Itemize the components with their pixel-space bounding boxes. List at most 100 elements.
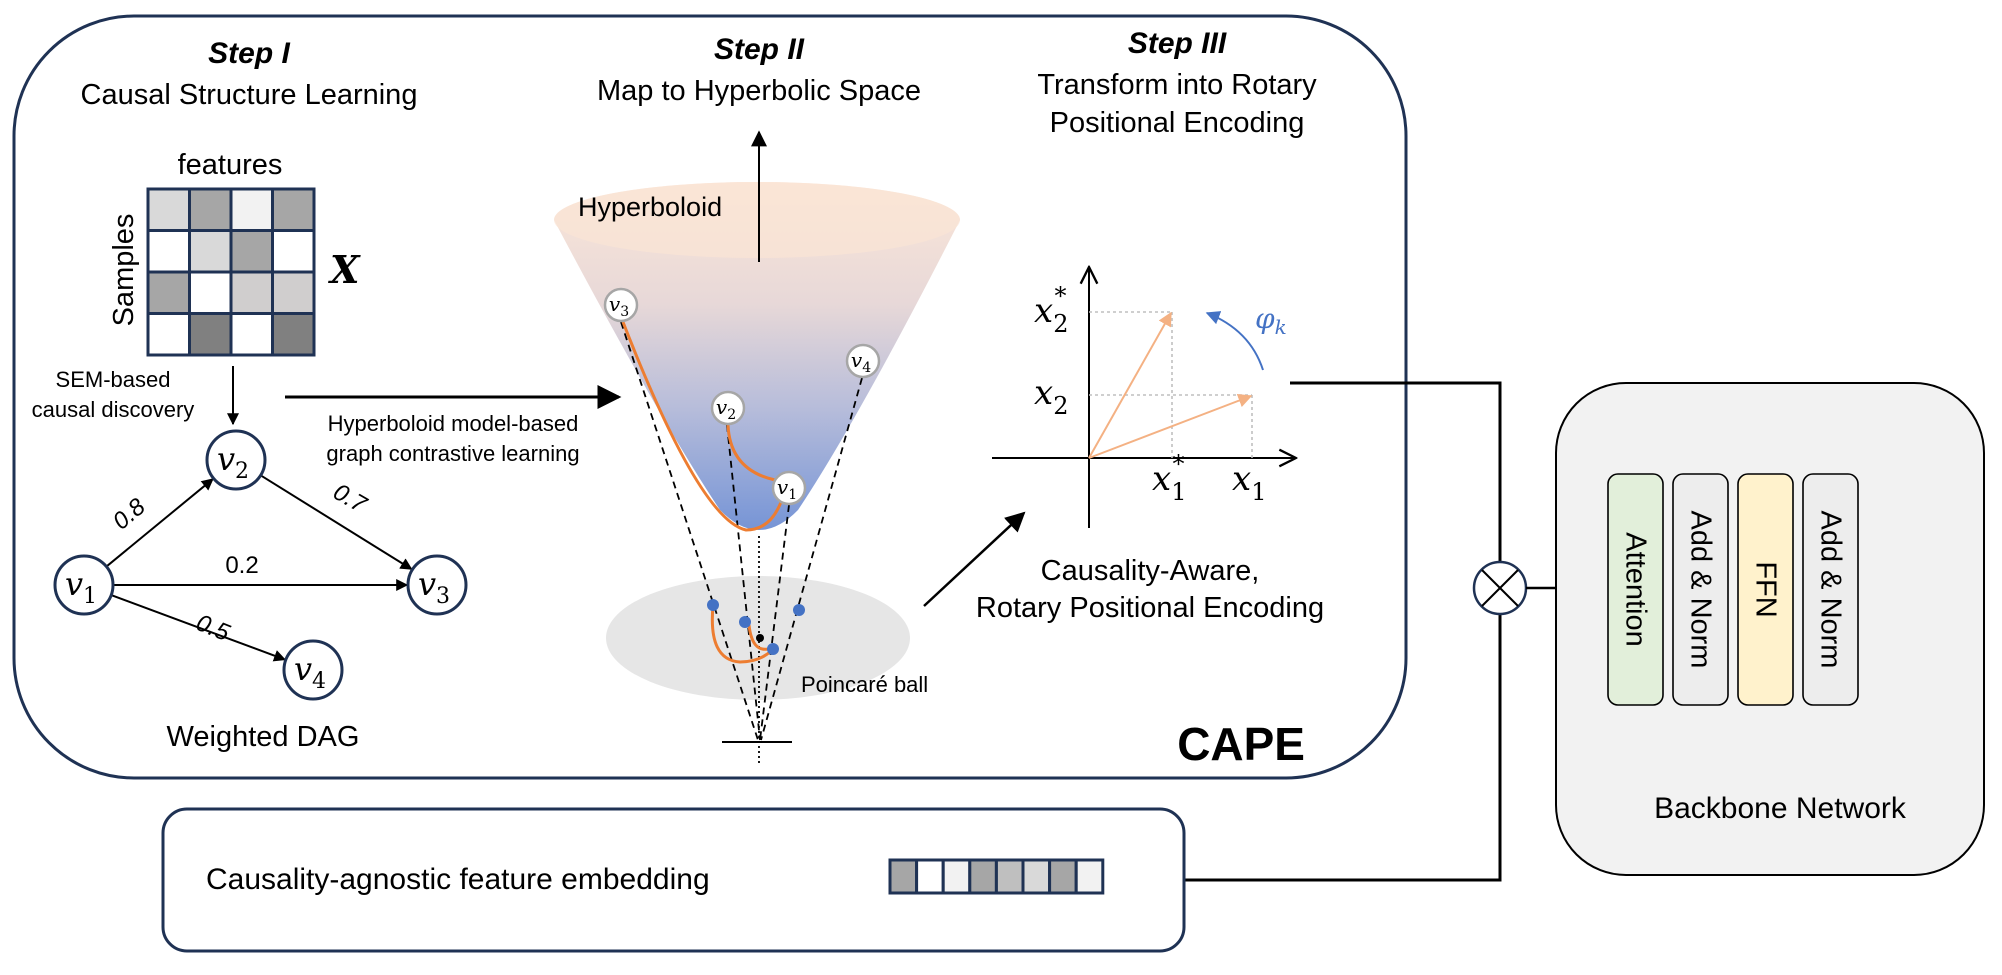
hyperboloid-node-circle [771,470,807,506]
label-rotation-angle: φk [1255,302,1287,339]
backbone-block-ffn: FFN [1737,473,1794,706]
matrix-cell [229,312,274,357]
embedding-cell [888,858,919,895]
dag-node-label: v4 [294,650,326,694]
matrix-cell [271,229,316,274]
embedding-cell [1048,858,1078,895]
backbone-block-rect [1737,473,1794,706]
hyperboloid-node-v2: v2 [710,390,746,426]
multiply-operator [1472,560,1528,616]
backbone-blocks: Attention Add & Norm FFN Add & Norm [1607,473,1859,706]
poincare-point-v3 [707,599,719,611]
rotated-vector [1088,311,1172,459]
backbone-block-add-norm: Add & Norm [1672,473,1729,706]
cape-output-connector [1290,381,1502,562]
embedding-vector [888,858,1105,895]
hyperboloid-surface [554,182,960,530]
dag-node-label: v3 [418,565,450,609]
dag-edge-v2-v3 [260,474,413,571]
discovery-label-line2: causal discovery [32,397,195,422]
backbone-title: Backbone Network [1654,792,1907,825]
matrix-cell [271,270,316,315]
hyperboloid-node-v4: v4 [845,343,881,379]
discovery-label-line1: SEM-based [56,367,171,392]
cape-frame [12,14,1408,780]
hyperboloid-node-label: v1 [777,475,797,503]
poincare-point-v2 [739,616,751,628]
dag-nodes: v1 v2 v3 v4 [53,429,468,701]
geodesic-v2-v1 [726,424,776,482]
hyperboloid-label: Hyperboloid [578,192,722,222]
label-x2-star: x2* [1034,282,1068,338]
backbone-block-rect [1607,473,1664,706]
embedding-cell [994,858,1025,895]
hyperboloid-node-label: v3 [609,292,629,320]
projection-line-v4 [760,377,863,741]
matrix-cell [146,312,191,357]
matrix-cell [188,229,233,274]
hyperboloid-node-circle [603,287,639,323]
step3-subtitle-line2: Positional Encoding [1050,107,1305,139]
dag-node-circle [282,639,344,701]
hyperboloid-node-v3: v3 [603,287,639,323]
poincare-origin [756,634,764,642]
step2-subtitle: Map to Hyperbolic Space [597,75,921,107]
data-matrix [146,187,316,357]
poincare-geodesic-v2 [747,624,769,651]
backbone-block-attention: Attention [1607,473,1664,706]
dag-edge-weight: 0.8 [108,493,151,536]
poincare-geodesic-v3 [710,605,774,664]
dag-edge-weight: 0.2 [225,552,258,579]
projection-line-v2 [726,424,761,741]
embedding-cell [941,858,972,895]
step1-heading: Step I [208,37,290,70]
backbone-block-label: Attention [1620,532,1652,646]
dag-edge-weight: 0.7 [329,478,373,519]
matrix-cell [271,187,316,232]
matrix-cell [188,312,233,357]
dag-node-label: v1 [65,565,97,609]
matrix-cell [146,187,191,232]
dag-node-circle [205,429,267,491]
backbone-block-rect [1802,473,1859,706]
matrix-symbol: X [328,247,361,292]
label-x1: x1 [1232,459,1266,506]
step1-subtitle: Causal Structure Learning [81,79,418,111]
multiply-cross-b [1481,569,1519,607]
dag-edge-v1-v4 [110,594,286,662]
poincare-point-v4 [793,604,805,616]
matrix-cell [188,270,233,315]
matrix-cell [229,187,274,232]
step3-heading: Step III [1128,27,1227,60]
rotation-arc [1205,311,1264,371]
backbone-block-label: Add & Norm [1685,511,1717,669]
hyperboloid-nodes: v3 v4 v2 v1 [603,287,881,506]
projection-line-v3 [620,321,759,741]
dag-node-circle [406,554,468,616]
embedding-cell [968,858,998,895]
embedding-box [161,807,1186,953]
embedding-cell [1021,858,1052,895]
backbone-block-add-norm: Add & Norm [1802,473,1859,706]
rope-caption-line1: Causality-Aware, [1041,555,1260,587]
backbone-block-label: Add & Norm [1815,511,1847,669]
backbone-block-label: FFN [1750,561,1782,617]
projection-line-v1 [759,504,790,741]
dag-node-v4: v4 [282,639,344,701]
dag-edge-weight: 0.5 [192,609,234,647]
dag-node-circle [53,554,115,616]
dag-edge-v1-v2 [105,478,214,568]
matrix-cell [146,270,191,315]
dag-node-v2: v2 [205,429,267,491]
cape-title: CAPE [1177,718,1305,770]
rope-transform-arrow [923,511,1026,607]
hyperboloid-node-v1: v1 [771,470,807,506]
embedding-label: Causality-agnostic feature embedding [206,863,710,896]
label-x1-star: x1* [1152,450,1186,506]
matrix-column-label: features [178,149,283,181]
embedding-output-connector [1184,614,1502,882]
hyperboloid-rim [554,182,960,258]
poincare-label: Poincaré ball [801,672,928,697]
dag-node-label: v2 [217,440,249,484]
